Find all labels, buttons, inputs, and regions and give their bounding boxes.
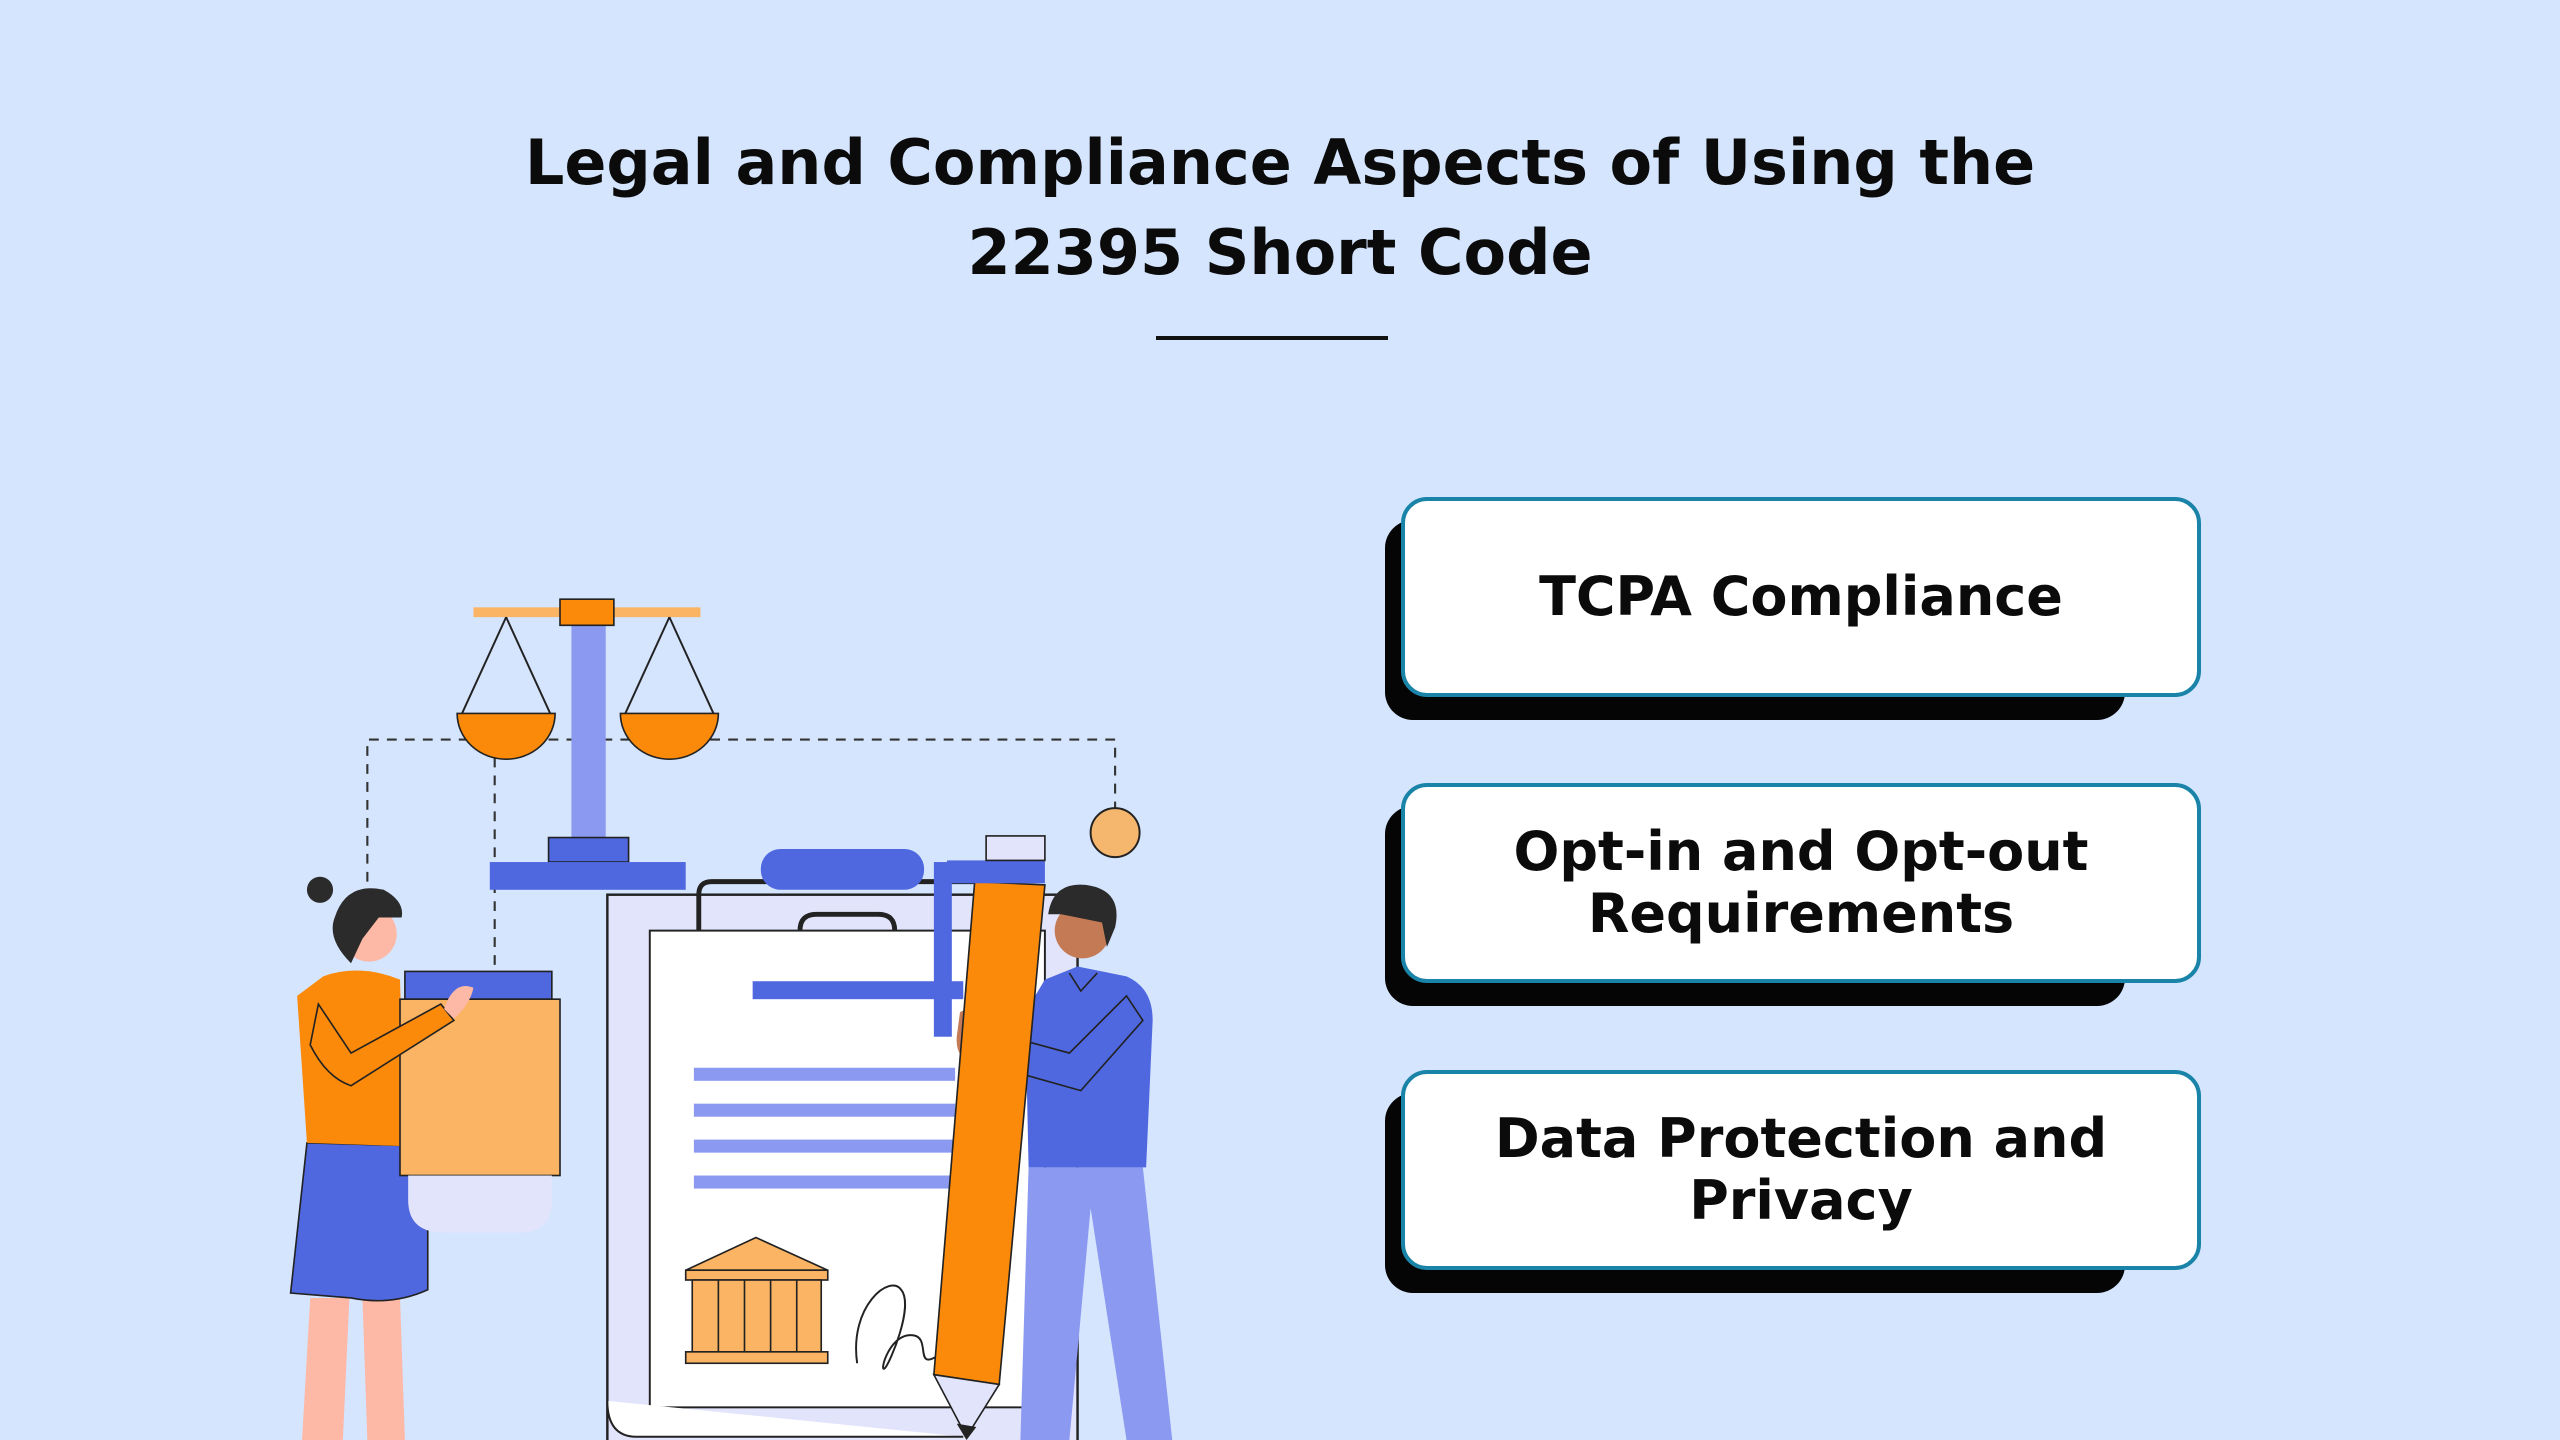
card-label: Opt-in and Opt-out Requirements (1401, 783, 2201, 983)
card-opt-in-opt-out: Opt-in and Opt-out Requirements (1385, 783, 2201, 1007)
card-tcpa: TCPA Compliance (1385, 497, 2201, 721)
bank-icon (684, 1236, 829, 1365)
coin-icon (1089, 807, 1141, 859)
page-title: Legal and Compliance Aspects of Using th… (0, 118, 2560, 298)
title-line-2: 22395 Short Code (967, 216, 1593, 289)
title-line-1: Legal and Compliance Aspects of Using th… (524, 126, 2036, 199)
signature-icon (855, 1284, 940, 1370)
card-label: TCPA Compliance (1401, 497, 2201, 697)
dashed-connector (366, 738, 1117, 977)
pencil-icon (932, 835, 1046, 1440)
woman-figure-icon (289, 876, 561, 1440)
title-divider (1156, 336, 1388, 340)
card-label: Data Protection and Privacy (1401, 1070, 2201, 1270)
card-data-protection: Data Protection and Privacy (1385, 1070, 2201, 1294)
scale-icon (456, 598, 720, 890)
